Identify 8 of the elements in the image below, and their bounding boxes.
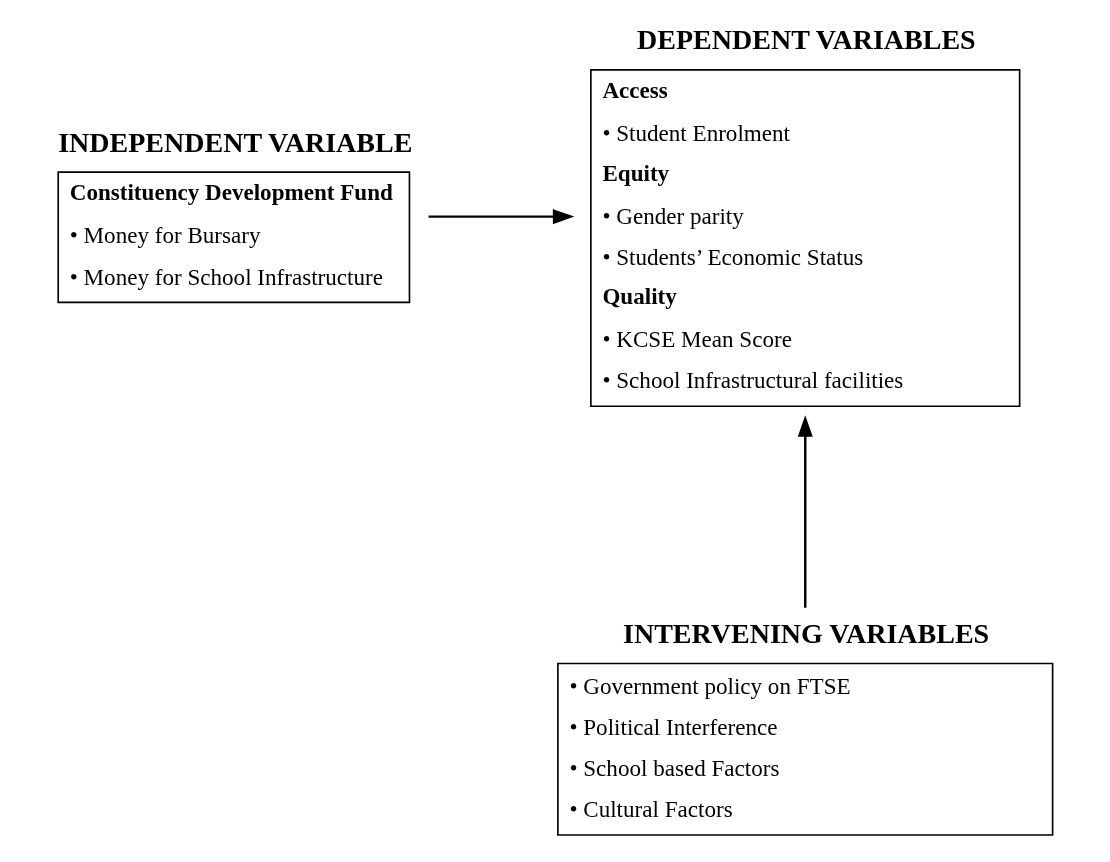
node-box: • Government policy on FTSE • Political Interference • School based Factors • Cultural Factors — [557, 662, 1054, 836]
node-box: Constituency Development Fund • Money for Bursary • Money for School Infrastructure — [57, 171, 411, 304]
node-box: Access • Student Enrolment Equity • Gender parity • Students’ Economic Status Quality • KCSE Mean Score • School Infrastructural facilities — [590, 69, 1021, 408]
node-label: INDEPENDENT VARIABLE — [58, 126, 413, 158]
node-label: INTERVENING VARIABLES — [623, 618, 990, 650]
node-label: DEPENDENT VARIABLES — [637, 24, 976, 56]
arrow — [428, 209, 575, 225]
arrow — [797, 415, 813, 608]
